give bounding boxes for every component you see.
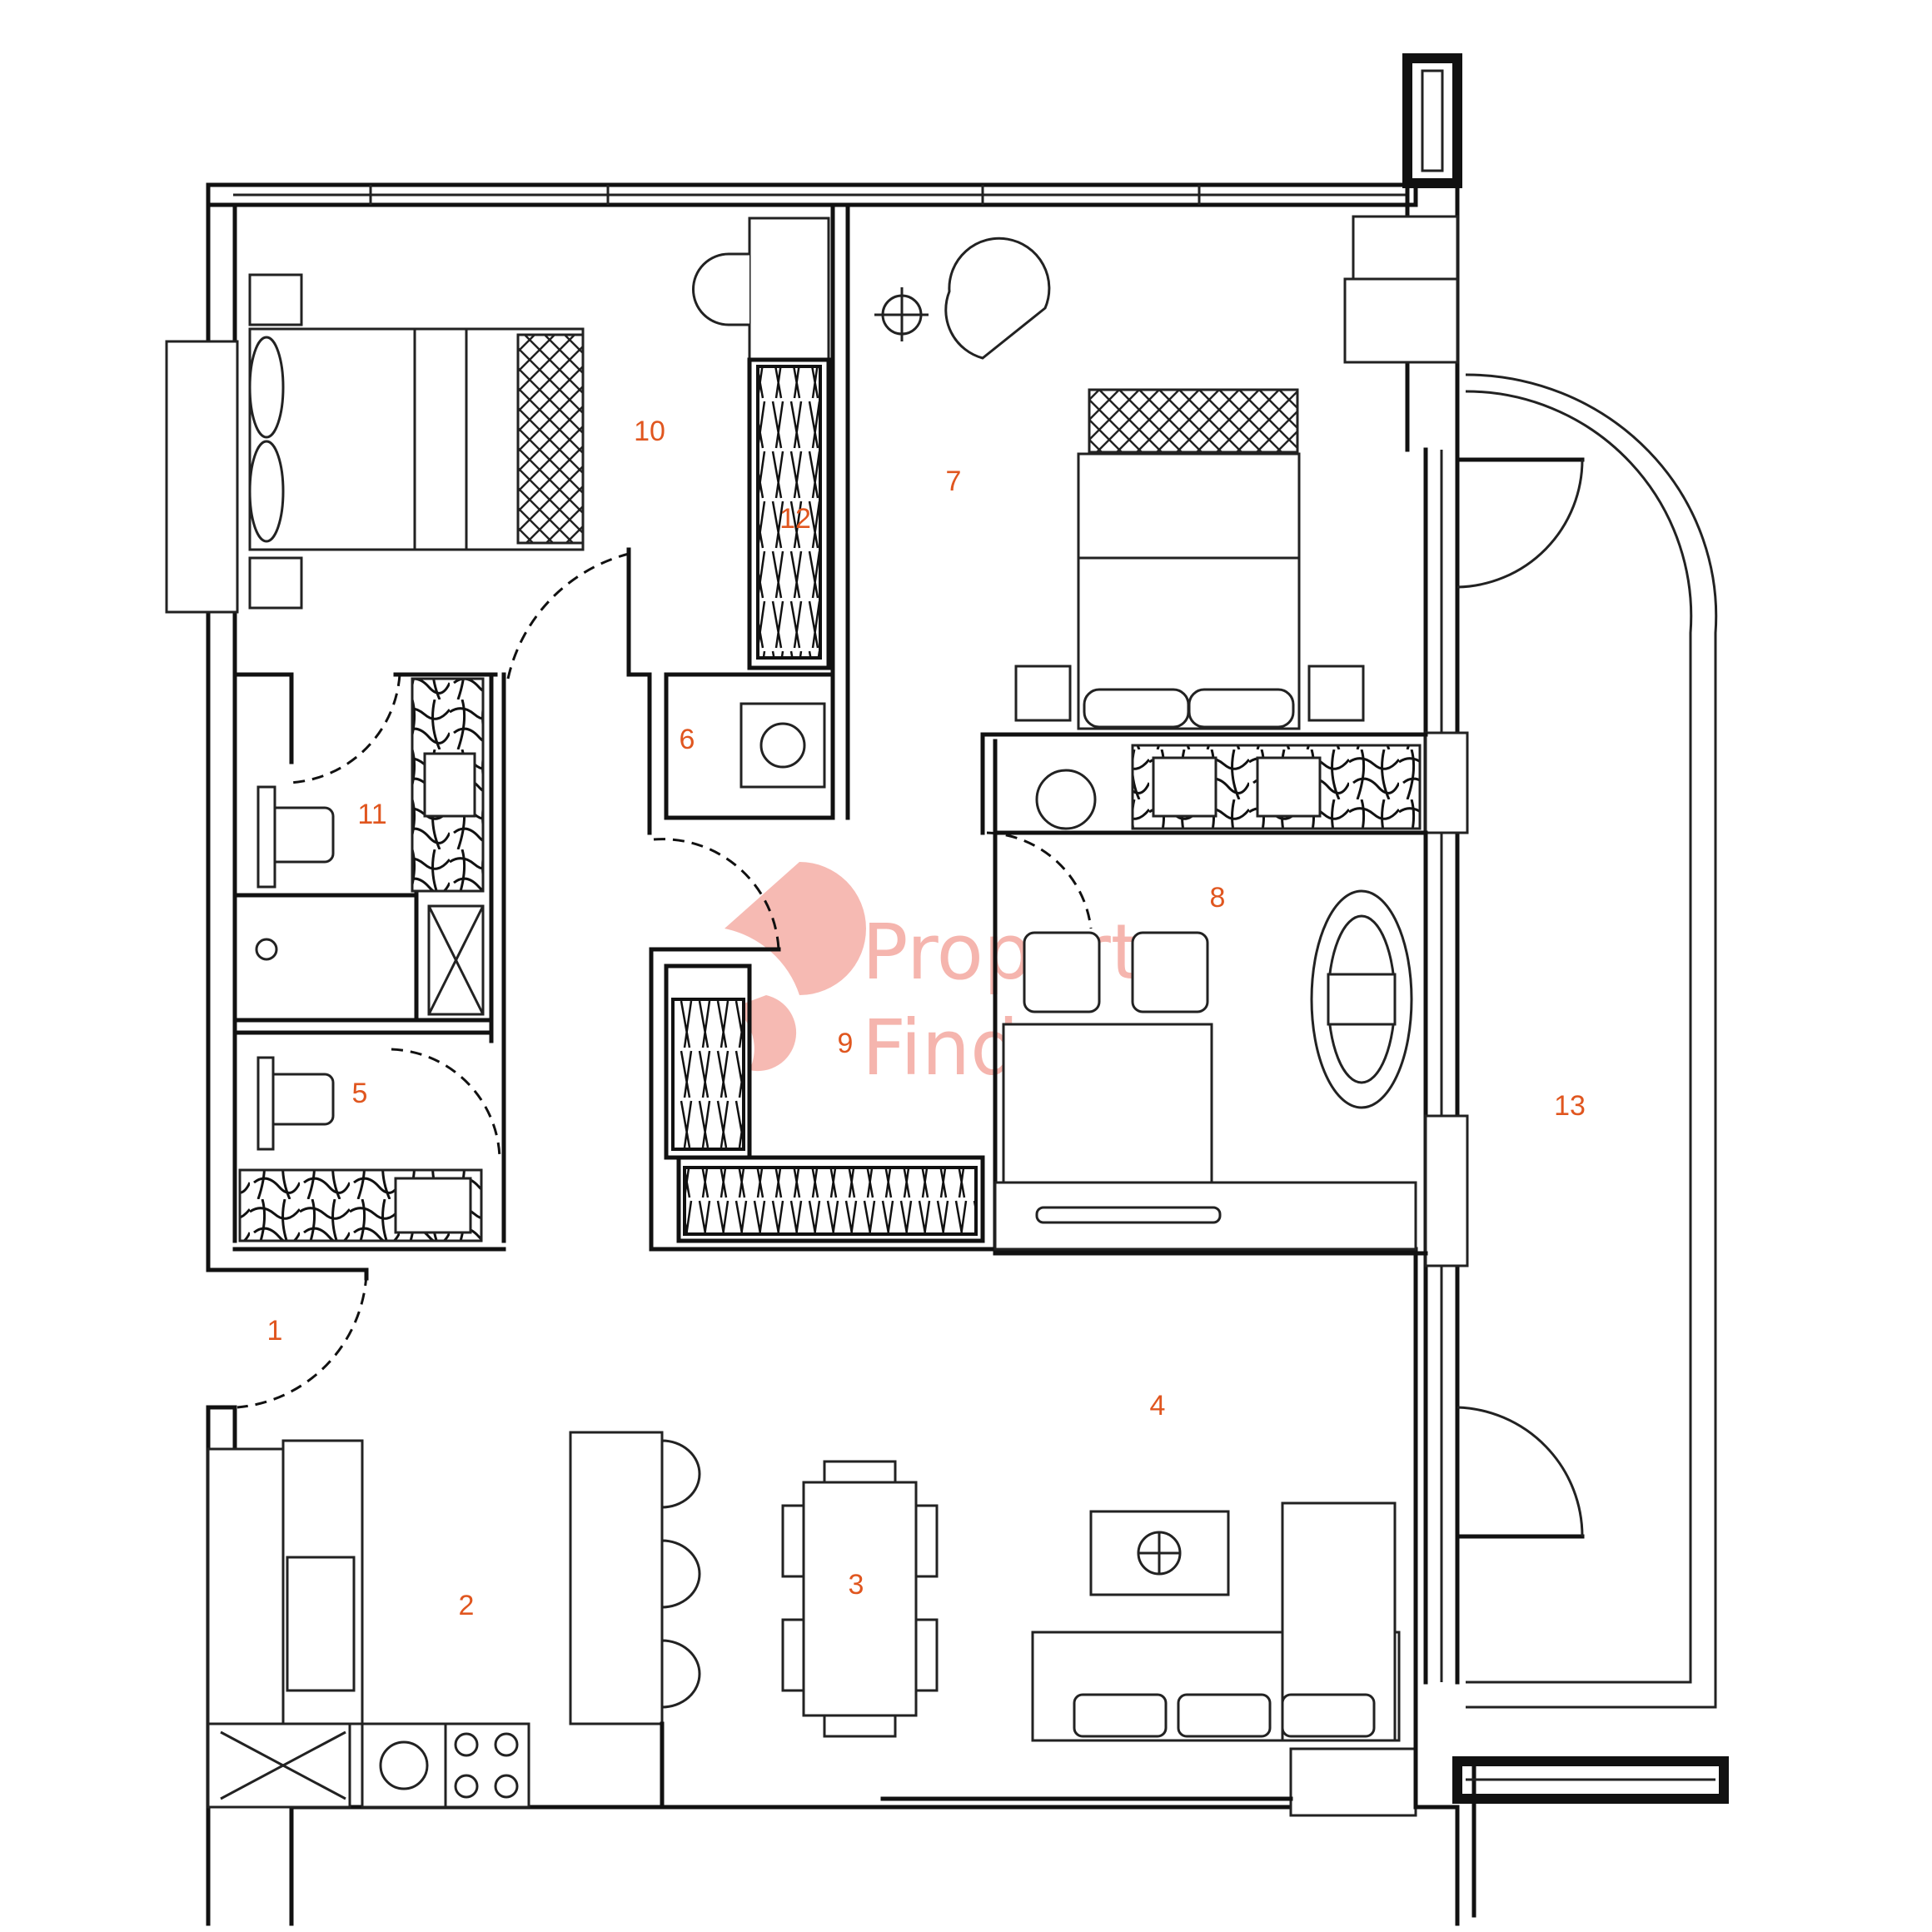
outer-walls [206,53,1729,1926]
room-label-1: 1 [267,1315,283,1347]
bedroom-7-furniture [874,237,1365,730]
dining-furniture [781,1460,939,1738]
room-label-3: 3 [849,1569,864,1601]
room-label-4: 4 [1150,1390,1166,1422]
room-label-13: 13 [1554,1090,1586,1122]
watermark-logo-icon [724,862,866,995]
living-furniture [880,1501,1401,1801]
room-label-11: 11 [357,799,386,830]
room-label-5: 5 [352,1078,368,1109]
room-label-9: 9 [838,1028,854,1059]
room-labels: 1 2 3 4 5 6 7 8 9 10 11 12 13 [267,416,1586,1621]
interior-walls [232,206,1428,1810]
door-swings [232,551,1093,1409]
balcony [1455,373,1718,1709]
room-label-6: 6 [680,724,695,755]
room-label-12: 12 [779,503,811,535]
room-label-2: 2 [459,1590,475,1621]
room-label-10: 10 [634,416,665,447]
room-label-7: 7 [946,466,962,497]
kitchen-furniture [207,1431,701,1810]
bedroom-10-furniture [165,273,585,614]
room-label-8: 8 [1210,882,1226,914]
